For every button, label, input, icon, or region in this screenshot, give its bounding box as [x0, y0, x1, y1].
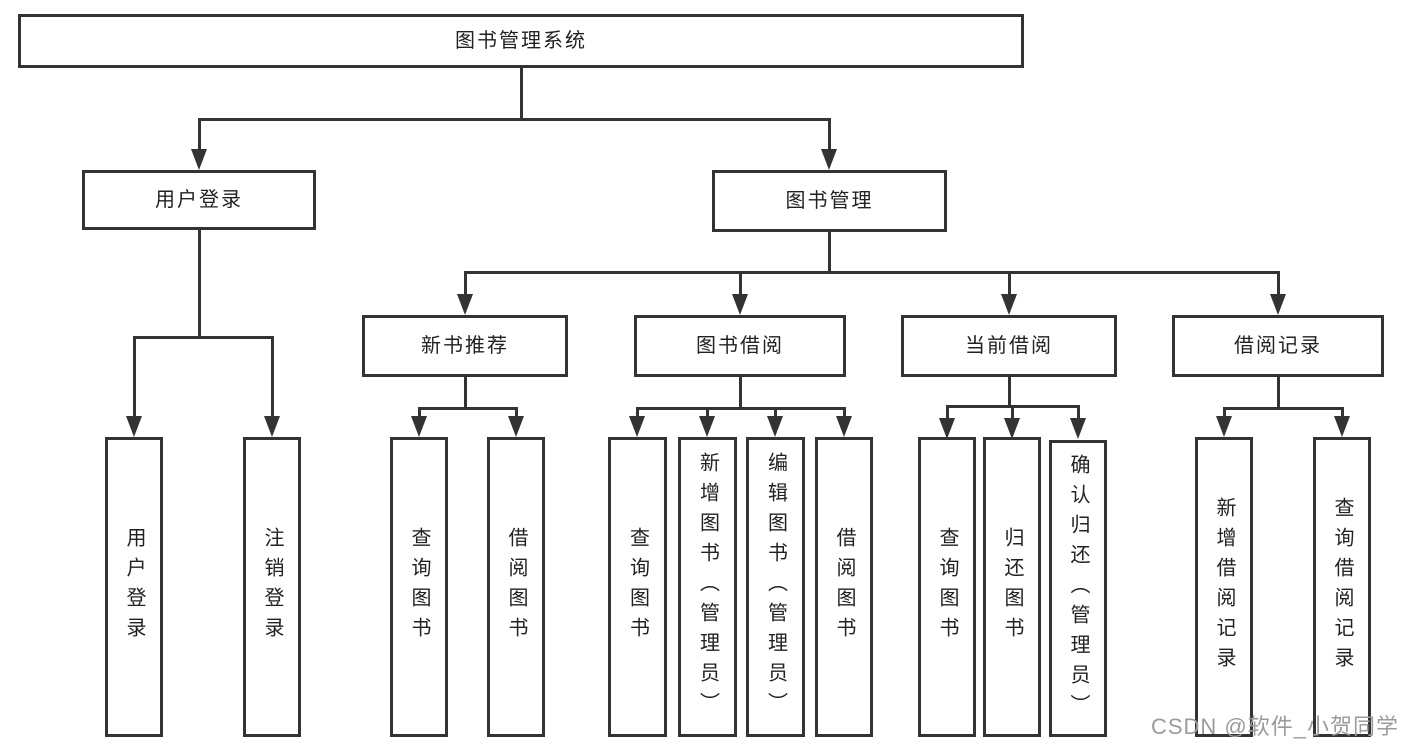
leaf-confirm-return-admin: 确认归还（管理员）: [1049, 440, 1107, 737]
node-library-system: 图书管理系统: [18, 14, 1024, 68]
connector-line: [738, 377, 742, 410]
connector-line: [417, 407, 518, 410]
leaf-label: 借阅图书: [505, 527, 527, 647]
arrowhead-down-icon: [939, 418, 955, 439]
node-book-borrowing: 图书借阅: [634, 315, 846, 377]
arrowhead-down-icon: [1270, 294, 1286, 315]
node-user-login: 用户登录: [82, 170, 316, 230]
node-new-book-recommendation: 新书推荐: [362, 315, 568, 377]
connector-line: [463, 271, 1280, 274]
connector-line: [1276, 377, 1280, 410]
arrowhead-down-icon: [411, 416, 427, 437]
connector-line: [197, 230, 201, 339]
connector-line: [1007, 377, 1011, 408]
connector-line: [132, 336, 136, 419]
arrowhead-down-icon: [1216, 416, 1232, 437]
arrowhead-down-icon: [821, 149, 837, 170]
connector-line: [1340, 407, 1344, 419]
arrowhead-down-icon: [1004, 418, 1020, 439]
leaf-add-books-admin: 新增图书（管理员）: [678, 437, 737, 737]
arrowhead-down-icon: [1334, 416, 1350, 437]
arrowhead-down-icon: [126, 416, 142, 437]
arrowhead-down-icon: [1070, 418, 1086, 439]
connector-line: [738, 271, 742, 297]
arrowhead-down-icon: [264, 416, 280, 437]
watermark: CSDN @软件_小贺同学: [1150, 714, 1399, 739]
connector-line: [270, 336, 274, 419]
node-label: 图书借阅: [696, 335, 784, 357]
connector-line: [197, 118, 201, 152]
connector-line: [463, 271, 467, 297]
node-label: 当前借阅: [965, 335, 1053, 357]
connector-line: [519, 68, 523, 121]
leaf-label: 借阅图书: [833, 527, 855, 647]
node-label: 借阅记录: [1234, 335, 1322, 357]
connector-line: [773, 407, 777, 419]
connector-line: [1222, 407, 1344, 410]
connector-line: [1076, 405, 1080, 421]
connector-line: [827, 232, 831, 274]
node-book-management: 图书管理: [712, 170, 947, 232]
connector-line: [945, 405, 949, 421]
connector-line: [417, 407, 421, 419]
connector-line: [1010, 405, 1014, 421]
leaf-label: 查询图书: [936, 527, 958, 647]
leaf-label: 编辑图书（管理员）: [764, 452, 787, 722]
arrowhead-down-icon: [191, 149, 207, 170]
connector-line: [463, 377, 467, 410]
arrowhead-down-icon: [457, 294, 473, 315]
arrowhead-down-icon: [629, 416, 645, 437]
node-label: 图书管理系统: [455, 30, 587, 52]
connector-line: [514, 407, 518, 419]
connector-line: [842, 407, 846, 419]
node-label: 用户登录: [155, 189, 243, 211]
connector-line: [705, 407, 709, 419]
node-current-borrowing: 当前借阅: [901, 315, 1117, 377]
leaf-label: 归还图书: [1001, 527, 1023, 647]
arrowhead-down-icon: [508, 416, 524, 437]
node-label: 新书推荐: [421, 335, 509, 357]
leaf-return-books: 归还图书: [983, 437, 1041, 737]
leaf-edit-books-admin: 编辑图书（管理员）: [746, 437, 805, 737]
connector-line: [1276, 271, 1280, 297]
leaf-label: 查询图书: [626, 527, 649, 647]
arrowhead-down-icon: [732, 294, 748, 315]
connector-line: [1007, 271, 1011, 297]
leaf-label: 新增借阅记录: [1213, 497, 1235, 677]
leaf-label: 查询借阅记录: [1331, 497, 1353, 677]
leaf-user-login: 用户登录: [105, 437, 163, 737]
leaf-label: 新增图书（管理员）: [696, 452, 719, 722]
leaf-query-books-current: 查询图书: [918, 437, 976, 737]
connector-line: [1222, 407, 1226, 419]
connector-line: [635, 407, 639, 419]
arrowhead-down-icon: [699, 416, 715, 437]
leaf-query-books-recommend: 查询图书: [390, 437, 448, 737]
leaf-add-borrow-record: 新增借阅记录: [1195, 437, 1253, 737]
leaf-logout: 注销登录: [243, 437, 301, 737]
leaf-borrow-books: 借阅图书: [815, 437, 873, 737]
connector-line: [197, 118, 831, 121]
leaf-borrow-books-recommend: 借阅图书: [487, 437, 545, 737]
leaf-label: 确认归还（管理员）: [1067, 453, 1089, 724]
arrowhead-down-icon: [767, 416, 783, 437]
leaf-label: 用户登录: [123, 527, 145, 647]
node-label: 图书管理: [785, 190, 874, 212]
connector-line: [827, 118, 831, 152]
arrowhead-down-icon: [836, 416, 852, 437]
connector-line: [132, 336, 274, 339]
leaf-query-books-borrowing: 查询图书: [608, 437, 667, 737]
leaf-label: 查询图书: [408, 527, 430, 647]
node-borrowing-records: 借阅记录: [1172, 315, 1384, 377]
leaf-query-borrow-record: 查询借阅记录: [1313, 437, 1371, 737]
arrowhead-down-icon: [1001, 294, 1017, 315]
leaf-label: 注销登录: [261, 527, 283, 647]
connector-line: [635, 407, 846, 410]
